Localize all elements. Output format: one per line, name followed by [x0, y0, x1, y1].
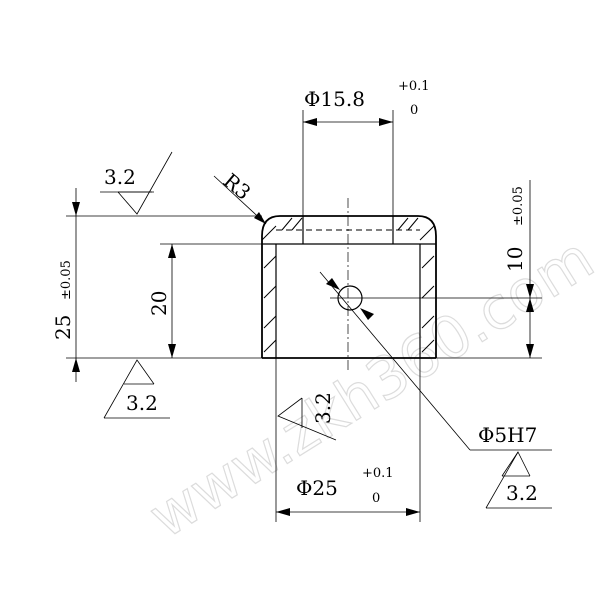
dim-hole-height: 10 ±0.05: [370, 180, 542, 359]
roughness-top-left: 3.2: [100, 151, 173, 215]
dim-height-inner: 20: [147, 243, 262, 358]
dim-bottom-diameter: Φ25 +0.1 0: [275, 358, 421, 522]
hole-label: Φ5H7: [478, 423, 537, 447]
dim-hole-height-tol: ±0.05: [511, 186, 526, 226]
roughness-center-value: 3.2: [311, 392, 335, 424]
dim-top-diameter-lower-tol: 0: [410, 103, 418, 118]
dim-bottom-diameter-lower-tol: 0: [372, 491, 380, 506]
dim-hole-height-label: 10: [503, 247, 527, 272]
dim-height-total: 25 ±0.05: [51, 188, 262, 382]
roughness-bottom-left: 3.2: [103, 359, 170, 419]
roughness-center: 3.2: [277, 392, 337, 441]
dim-top-diameter: Φ15.8 +0.1 0: [302, 79, 430, 216]
dim-height-total-label: 25: [51, 315, 75, 340]
dim-top-diameter-upper-tol: +0.1: [398, 79, 430, 94]
part-top-edge: [261, 215, 437, 237]
dim-height-total-tol: ±0.05: [59, 260, 74, 300]
dim-bottom-diameter-upper-tol: +0.1: [362, 466, 394, 481]
roughness-top-left-value: 3.2: [104, 165, 136, 189]
roughness-bottom-left-value: 3.2: [126, 391, 158, 415]
hole-callout: Φ5H7: [319, 271, 552, 451]
radius-label: R3: [219, 168, 256, 204]
dim-bottom-diameter-label: Φ25: [296, 476, 338, 500]
part-outline: [261, 198, 437, 372]
dim-top-diameter-label: Φ15.8: [304, 87, 365, 111]
roughness-hole: 3.2: [485, 451, 552, 509]
roughness-hole-value: 3.2: [506, 481, 538, 505]
dim-height-inner-label: 20: [147, 291, 171, 316]
section-hatching: [261, 217, 435, 353]
